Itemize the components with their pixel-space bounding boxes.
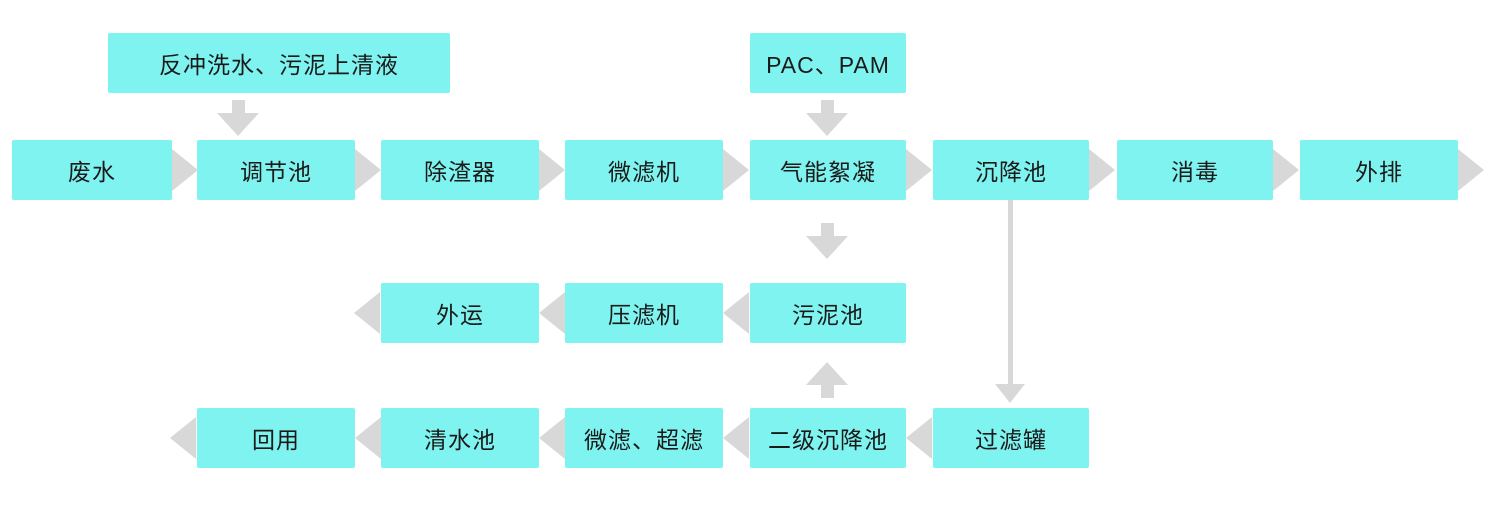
- arrow-press-to-transport-icon: [539, 292, 565, 334]
- arrow-pacpam-to-flocculation-icon: [806, 100, 848, 136]
- arrow-slag-to-microfilter-icon: [539, 149, 565, 191]
- arrow-discharge-out-icon: [1458, 149, 1484, 191]
- arrow-down-icon: [217, 113, 259, 136]
- arrow-reuse-out-icon: [170, 417, 196, 459]
- arrow-stem: [820, 223, 834, 236]
- arrow-sludge-to-press-icon: [723, 292, 749, 334]
- node-micro-ultra-filtration-label: 微滤、超滤: [584, 427, 704, 453]
- connector-settling-to-filtertank-arrow-icon: [995, 384, 1025, 403]
- node-filter-press-label: 压滤机: [608, 302, 680, 328]
- node-filter-tank: 过滤罐: [933, 408, 1089, 468]
- node-clean-water-tank: 清水池: [381, 408, 539, 468]
- arrow-down-icon: [806, 236, 848, 259]
- node-slag-remover: 除渣器: [381, 140, 539, 200]
- node-settling-tank: 沉降池: [933, 140, 1089, 200]
- arrow-wastewater-to-regulating-icon: [172, 149, 198, 191]
- arrow-up-icon: [806, 362, 848, 385]
- node-secondary-settling-tank-label: 二级沉降池: [768, 427, 888, 453]
- node-regulating-tank: 调节池: [197, 140, 355, 200]
- arrow-secondary-to-sludge-icon: [806, 362, 848, 398]
- node-discharge: 外排: [1300, 140, 1458, 200]
- arrow-flocculation-to-sludge-icon: [806, 223, 848, 259]
- arrow-transport-out-icon: [354, 292, 380, 334]
- node-regulating-tank-label: 调节池: [240, 159, 312, 185]
- arrow-regulating-to-slag-icon: [355, 149, 381, 191]
- node-settling-tank-label: 沉降池: [975, 159, 1047, 185]
- node-filter-tank-label: 过滤罐: [975, 427, 1047, 453]
- arrow-down-icon: [806, 113, 848, 136]
- node-microfilter-label: 微滤机: [608, 159, 680, 185]
- node-transport-out: 外运: [381, 283, 539, 343]
- arrow-stem: [231, 100, 245, 113]
- node-backwash-water-label: 反冲洗水、污泥上清液: [159, 52, 399, 78]
- connector-settling-to-filtertank-line: [1008, 200, 1013, 384]
- node-sludge-tank-label: 污泥池: [792, 302, 864, 328]
- node-reuse: 回用: [197, 408, 355, 468]
- node-pac-pam-label: PAC、PAM: [766, 52, 890, 78]
- node-secondary-settling-tank: 二级沉降池: [750, 408, 906, 468]
- arrow-microfilter-to-flocculation-icon: [723, 149, 749, 191]
- arrow-disinfection-to-discharge-icon: [1273, 149, 1299, 191]
- arrow-filtration-to-cleanwater-icon: [539, 417, 565, 459]
- node-filter-press: 压滤机: [565, 283, 723, 343]
- node-pac-pam: PAC、PAM: [750, 33, 906, 93]
- arrow-secondary-to-filtration-icon: [723, 417, 749, 459]
- arrow-backwash-to-regulating-icon: [217, 100, 259, 136]
- node-wastewater: 废水: [12, 140, 172, 200]
- arrow-flocculation-to-settling-icon: [906, 149, 932, 191]
- node-wastewater-label: 废水: [68, 159, 116, 185]
- node-transport-out-label: 外运: [436, 302, 484, 328]
- node-clean-water-tank-label: 清水池: [424, 427, 496, 453]
- arrow-settling-to-disinfection-icon: [1089, 149, 1115, 191]
- node-backwash-water: 反冲洗水、污泥上清液: [108, 33, 450, 93]
- node-reuse-label: 回用: [252, 427, 300, 453]
- arrow-filtertank-to-secondary-icon: [906, 417, 932, 459]
- node-micro-ultra-filtration: 微滤、超滤: [565, 408, 723, 468]
- node-disinfection-label: 消毒: [1171, 159, 1219, 185]
- arrow-stem: [820, 385, 834, 398]
- arrow-stem: [820, 100, 834, 113]
- node-microfilter: 微滤机: [565, 140, 723, 200]
- node-disinfection: 消毒: [1117, 140, 1273, 200]
- node-air-flocculation: 气能絮凝: [750, 140, 906, 200]
- node-sludge-tank: 污泥池: [750, 283, 906, 343]
- node-slag-remover-label: 除渣器: [424, 159, 496, 185]
- node-air-flocculation-label: 气能絮凝: [780, 159, 876, 185]
- node-discharge-label: 外排: [1355, 159, 1403, 185]
- arrow-cleanwater-to-reuse-icon: [355, 417, 381, 459]
